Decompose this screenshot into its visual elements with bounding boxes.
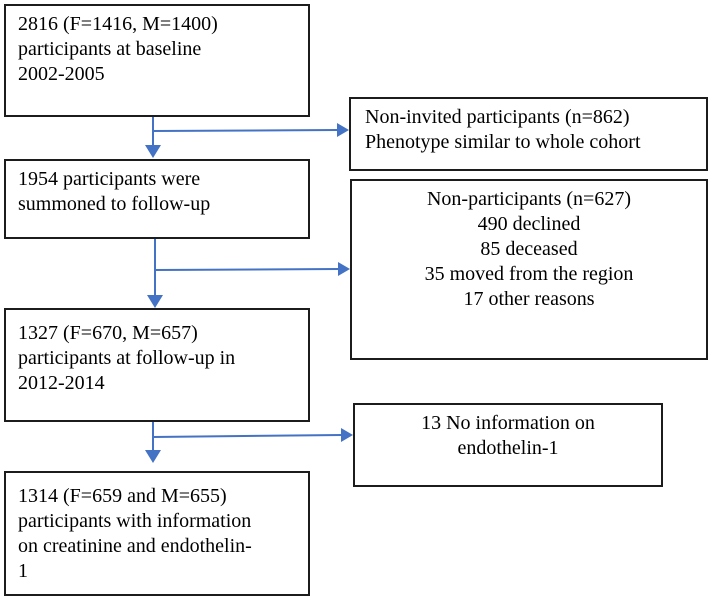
- arrow-baseline-to-summoned-head: [145, 145, 161, 158]
- box-final-text: 1314 (F=659 and M=655) participants with…: [18, 485, 252, 582]
- arrow-to-non-invited-line: [152, 129, 339, 132]
- box-no-endothelin-text: 13 No information on endothelin-1: [421, 412, 595, 459]
- arrow-summoned-to-followup-head: [147, 295, 163, 308]
- box-baseline-text: 2816 (F=1416, M=1400) participants at ba…: [18, 13, 218, 85]
- box-summoned-text: 1954 participants were summoned to follo…: [18, 168, 211, 215]
- box-non-participants-text: Non-participants (n=627) 490 declined 85…: [424, 188, 634, 310]
- arrow-to-no-endothelin-head: [341, 428, 353, 442]
- box-summoned: 1954 participants were summoned to follo…: [4, 159, 310, 239]
- box-non-invited: Non-invited participants (n=862) Phenoty…: [349, 97, 708, 171]
- arrow-to-non-participants-line: [154, 268, 340, 271]
- arrow-to-non-invited-head: [337, 123, 349, 137]
- box-non-invited-text: Non-invited participants (n=862) Phenoty…: [365, 106, 641, 153]
- box-final: 1314 (F=659 and M=655) participants with…: [4, 471, 310, 596]
- arrow-followup-to-final-head: [145, 450, 161, 463]
- arrow-to-no-endothelin-line: [152, 434, 343, 438]
- box-baseline: 2816 (F=1416, M=1400) participants at ba…: [4, 4, 310, 117]
- arrow-to-non-participants-head: [338, 262, 350, 276]
- box-followup: 1327 (F=670, M=657) participants at foll…: [4, 308, 310, 422]
- box-non-participants: Non-participants (n=627) 490 declined 85…: [350, 179, 708, 360]
- box-no-endothelin: 13 No information on endothelin-1: [353, 403, 663, 487]
- box-followup-text: 1327 (F=670, M=657) participants at foll…: [18, 322, 236, 394]
